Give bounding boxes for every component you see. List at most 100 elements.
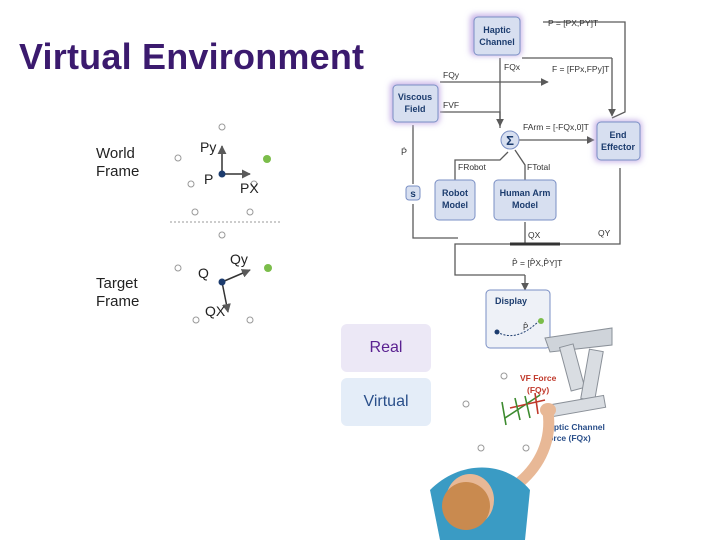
target-frame-label-line1: Target xyxy=(96,275,138,292)
grid-dot xyxy=(192,316,200,324)
virtual-label-box: Virtual xyxy=(341,378,431,426)
target-frame-label: Target Frame xyxy=(96,275,139,311)
qy-label: Qy xyxy=(230,251,248,267)
qy-axis-arrow xyxy=(221,269,251,283)
signal-ftotal: FTotal xyxy=(527,162,550,172)
real-label-box: Real xyxy=(341,324,431,372)
robot-forearm-link xyxy=(548,394,607,418)
display-trajectory xyxy=(496,319,541,337)
force-arrow xyxy=(504,394,541,419)
target-frame-sketch: Q Qy QX xyxy=(174,251,272,324)
qx-label: QX xyxy=(205,303,226,319)
display-target-dot xyxy=(538,318,544,324)
person-hair xyxy=(442,482,490,530)
scene-dot xyxy=(477,444,485,452)
force-arrow xyxy=(501,401,507,426)
p-label: P xyxy=(204,171,213,187)
signal-fqx: FQx xyxy=(504,62,521,72)
robot-link-lower xyxy=(580,348,604,402)
grid-dot xyxy=(187,180,195,188)
human-arm-model-line1: Human Arm xyxy=(500,188,551,198)
scene-illustration: Display P̂ VF Force (FQy) Haptic Channel… xyxy=(430,289,613,540)
end-effector-line1: End xyxy=(610,130,627,140)
ftotal-line xyxy=(514,149,526,180)
s-feedback-line xyxy=(412,204,458,239)
qx-axis-arrow xyxy=(221,281,231,313)
s-symbol: s xyxy=(410,189,416,200)
frobot-line xyxy=(454,151,509,180)
display-title: Display xyxy=(495,296,527,306)
target-dot xyxy=(263,155,271,163)
world-frame-label: World Frame xyxy=(96,145,139,181)
vf-force-sub-label: (FQy) xyxy=(527,385,549,395)
signal-frobot: FRobot xyxy=(458,162,487,172)
human-arm-model-block xyxy=(493,179,557,221)
force-arrow xyxy=(524,395,531,419)
robot-model-line1: Robot xyxy=(442,188,468,198)
end-effector-block xyxy=(596,121,641,161)
grid-dot xyxy=(246,316,254,324)
vf-force-arrows xyxy=(501,392,546,426)
origin-dot xyxy=(218,278,226,286)
haptic-channel-line1: Haptic xyxy=(483,25,511,35)
p-feedback-line xyxy=(543,21,626,119)
grid-dot xyxy=(250,180,258,188)
scene-dot xyxy=(500,372,508,380)
q-label: Q xyxy=(198,265,209,281)
human-arm-model-line2: Model xyxy=(512,200,538,210)
robot-link-upper xyxy=(558,343,586,392)
robot-model-block xyxy=(434,179,476,221)
signal-p-dot: Ṗ xyxy=(401,147,407,157)
signal-qx: QX xyxy=(528,230,541,240)
signal-p-top: P = [PX,PY]T xyxy=(548,18,598,28)
virtual-label: Virtual xyxy=(363,393,409,410)
force-arrow xyxy=(534,392,539,415)
force-arrow xyxy=(514,397,521,421)
grid-dot xyxy=(246,208,254,216)
display-panel xyxy=(485,289,551,349)
viscous-field-block xyxy=(392,84,439,123)
viscous-field-line2: Field xyxy=(404,104,425,114)
vf-force-label: VF Force xyxy=(520,373,557,383)
scene-dot xyxy=(462,400,470,408)
signal-f-eq: F = [FPx,FPy]T xyxy=(552,64,609,74)
haptic-channel-line2: Channel xyxy=(479,37,515,47)
world-frame-label-line1: World xyxy=(96,145,135,162)
grid-dot xyxy=(174,154,182,162)
s-block xyxy=(405,185,421,201)
target-frame-label-line2: Frame xyxy=(96,293,140,310)
real-label: Real xyxy=(369,339,403,356)
px-label: PX xyxy=(240,180,259,196)
person-hand xyxy=(540,403,556,417)
display-cursor-dot xyxy=(494,329,500,335)
grid-dot xyxy=(218,231,226,239)
grid-dot xyxy=(174,264,182,272)
world-frame-label-line2: Frame xyxy=(96,163,140,180)
signal-p-hat: P̂ = [P̂X,P̂Y]T xyxy=(512,258,562,268)
person-arm xyxy=(514,406,555,488)
qy-line xyxy=(454,168,621,276)
grid-dot xyxy=(218,123,226,131)
fvf-to-sum-arrow xyxy=(440,111,504,127)
end-effector-line2: Effector xyxy=(601,142,636,152)
signal-qy: QY xyxy=(598,228,611,238)
haptic-force-line2: Force (FQx) xyxy=(543,433,591,443)
signal-fvf: FVF xyxy=(443,100,459,110)
grid-dot xyxy=(191,208,199,216)
block-diagram: Haptic Channel Viscous Field End Effecto… xyxy=(390,14,642,291)
target-dot xyxy=(264,264,272,272)
haptic-channel-block xyxy=(473,16,521,56)
summation-node xyxy=(500,130,520,150)
slide-title: Virtual Environment xyxy=(19,36,365,77)
viscous-field-line1: Viscous xyxy=(398,92,432,102)
scene-dot xyxy=(522,444,530,452)
robot-model-line2: Model xyxy=(442,200,468,210)
display-p-label: P̂ xyxy=(523,323,528,332)
world-frame-sketch: Py P PX xyxy=(170,123,282,239)
py-label: Py xyxy=(200,139,216,155)
signal-farm: FArm = [-FQx,0]T xyxy=(523,122,589,132)
robot-base-plate xyxy=(544,327,613,353)
signal-fqy: FQy xyxy=(443,70,460,80)
origin-dot xyxy=(218,170,226,178)
